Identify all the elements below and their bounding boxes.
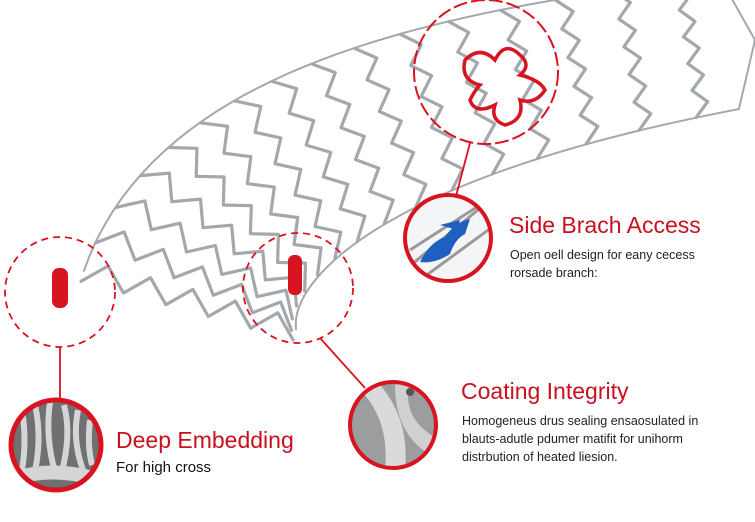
side-branch-description: Open oell design for eany cecess rorsade… (510, 246, 695, 282)
stent-ring (114, 199, 294, 321)
description-line: blauts-adutle pdumer matifit for unihorm (462, 432, 683, 446)
coating-detail-image (348, 380, 438, 470)
stent-ring (398, 32, 465, 192)
highlighted-strut (462, 46, 548, 127)
stent-edge (83, 0, 755, 272)
stent-ring (167, 145, 308, 293)
stent-ring (554, 0, 600, 146)
description-line: rorsade branch: (510, 266, 598, 280)
stent-ring (310, 62, 395, 225)
stent-ring (94, 230, 294, 332)
stent-ring (353, 46, 428, 208)
stent-edge (294, 39, 755, 331)
stent-ring (617, 0, 653, 132)
stent-ring (447, 20, 506, 176)
description-line: Homogeneus drus sealing ensaosulated in (462, 414, 699, 428)
marker-tip-right (288, 255, 302, 295)
description-line: For high cross (116, 459, 212, 476)
description-line: distrbution of heated liesion. (462, 450, 618, 464)
stent-ring (79, 264, 295, 342)
embedding-detail-image (8, 397, 104, 493)
connector-side-branch (455, 142, 471, 197)
connector-coating (319, 337, 366, 389)
zoom-ring-side-branch (413, 0, 559, 145)
side-branch-detail-image (403, 193, 493, 283)
coating-title: Coating Integrity (461, 378, 629, 404)
stent-ring (139, 171, 299, 308)
coating-description: Homogeneus drus sealing ensaosulated in … (462, 412, 698, 466)
stent-ring (233, 99, 343, 260)
zoom-ring-coating (242, 232, 354, 344)
stent-ring (677, 0, 710, 119)
marker-tip-left (52, 268, 68, 308)
side-branch-title: Side Brach Access (509, 212, 701, 238)
stent-ring (199, 121, 323, 277)
embedding-description: For high cross (116, 459, 211, 477)
stent-ring (270, 79, 367, 243)
description-line: Open oell design for eany cecess (510, 248, 695, 262)
embedding-title: Deep Embedding (116, 427, 294, 453)
